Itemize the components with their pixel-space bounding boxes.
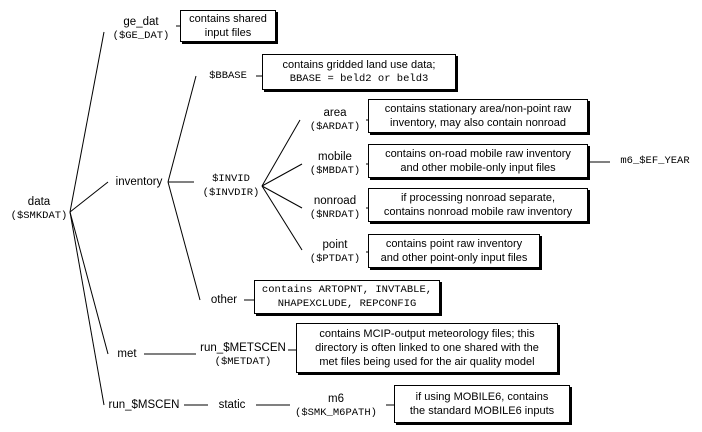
box-nonroad-line: if processing nonroad separate, xyxy=(400,192,556,204)
box-point-line: and other point-only input files xyxy=(380,252,528,264)
node-point-var: ($PTDAT) xyxy=(309,253,361,265)
node-m6-var: ($SMK_M6PATH) xyxy=(295,407,377,419)
node-ge-dat: ge_dat ($GE_DAT) xyxy=(106,15,176,43)
box-ge-dat-line: contains shared xyxy=(189,13,267,25)
node-static-name: static xyxy=(218,399,246,411)
box-point: contains point raw inventory and other p… xyxy=(368,234,540,268)
wire-data-ge-dat xyxy=(69,31,105,213)
node-ef-year-name: m6_$EF_YEAR xyxy=(620,155,690,167)
box-met: contains MCIP-output meteorology files; … xyxy=(296,323,558,373)
box-m6-line: the standard MOBILE6 inputs xyxy=(409,405,555,417)
node-area-var: ($ARDAT) xyxy=(309,121,361,133)
node-bbase: $BBASE xyxy=(200,69,256,83)
box-met-line: directory is often linked to one shared … xyxy=(315,342,539,354)
box-mobile-line: and other mobile-only input files xyxy=(400,162,556,174)
node-invid: $INVID ($INVDIR) xyxy=(196,172,266,200)
wire-invid-mobile xyxy=(261,163,303,187)
box-other-line: contains ARTOPNT, INVTABLE, xyxy=(261,284,433,296)
box-ge-dat: contains shared input files xyxy=(180,10,276,42)
node-area: area ($ARDAT) xyxy=(304,106,366,134)
node-other-name: other xyxy=(210,294,238,306)
box-bbase-line: contains gridded land use data; xyxy=(282,59,436,71)
box-area-line: contains stationary area/non-point raw xyxy=(384,103,572,115)
box-ge-dat-line: input files xyxy=(204,27,252,39)
box-area: contains stationary area/non-point raw i… xyxy=(368,99,588,133)
wire-data-run-mscen xyxy=(69,211,105,406)
node-area-name: area xyxy=(323,107,347,119)
box-m6: if using MOBILE6, contains the standard … xyxy=(394,385,570,423)
node-nonroad-name: nonroad xyxy=(313,195,357,207)
node-point-name: point xyxy=(322,239,348,251)
wire-invid-point xyxy=(261,185,303,251)
node-data: data ($SMKDAT) xyxy=(10,195,68,223)
box-area-line: inventory, may also contain nonroad xyxy=(390,117,566,129)
node-run-metscen-var: ($METDAT) xyxy=(214,356,272,368)
wire-data-inventory xyxy=(69,181,109,213)
wire-invid-area xyxy=(261,119,301,187)
node-point: point ($PTDAT) xyxy=(304,238,366,266)
node-ef-year: m6_$EF_YEAR xyxy=(612,154,698,168)
wire-inventory-other xyxy=(167,181,201,301)
box-met-line: met files being used for the air quality… xyxy=(319,356,535,368)
wire-inventory-bbase xyxy=(167,75,197,183)
node-inventory-name: inventory xyxy=(115,176,163,188)
box-point-line: contains point raw inventory xyxy=(385,238,523,250)
node-mobile-var: ($MBDAT) xyxy=(309,165,361,177)
node-run-metscen-name: run_$METSCEN xyxy=(200,342,286,354)
node-bbase-name: $BBASE xyxy=(209,70,247,82)
node-m6: m6 ($SMK_M6PATH) xyxy=(286,392,386,420)
node-met: met xyxy=(112,347,142,361)
node-m6-name: m6 xyxy=(328,393,344,405)
wire-invid-nonroad xyxy=(261,185,303,209)
box-nonroad-line: contains nonroad mobile raw inventory xyxy=(383,206,573,218)
box-bbase-line: BBASE = beld2 or beld3 xyxy=(289,73,429,85)
node-mobile: mobile ($MBDAT) xyxy=(304,150,366,178)
box-mobile-line: contains on-road mobile raw inventory xyxy=(385,148,571,160)
node-nonroad: nonroad ($NRDAT) xyxy=(304,194,366,222)
node-static: static xyxy=(210,398,254,412)
node-nonroad-var: ($NRDAT) xyxy=(309,209,361,221)
box-mobile: contains on-road mobile raw inventory an… xyxy=(368,144,588,178)
box-other-line: NHAPEXCLUDE, REPCONFIG xyxy=(277,298,417,310)
box-other: contains ARTOPNT, INVTABLE, NHAPEXCLUDE,… xyxy=(254,280,440,314)
node-run-mscen: run_$MSCEN xyxy=(106,398,182,412)
node-met-name: met xyxy=(117,348,137,360)
box-bbase: contains gridded land use data; BBASE = … xyxy=(262,54,456,90)
node-other: other xyxy=(204,293,244,307)
box-nonroad: if processing nonroad separate, contains… xyxy=(368,188,588,222)
node-mobile-name: mobile xyxy=(318,151,352,163)
node-invid-var: ($INVDIR) xyxy=(202,187,260,199)
wire-data-met xyxy=(69,211,109,355)
node-ge-dat-name: ge_dat xyxy=(123,16,159,28)
node-run-mscen-name: run_$MSCEN xyxy=(108,399,180,411)
node-run-metscen: run_$METSCEN ($METDAT) xyxy=(198,341,288,369)
node-invid-name: $INVID xyxy=(212,173,250,185)
node-inventory: inventory xyxy=(110,175,168,189)
node-data-name: data xyxy=(27,196,51,208)
box-m6-line: if using MOBILE6, contains xyxy=(415,391,549,403)
node-data-var: ($SMKDAT) xyxy=(10,210,68,222)
box-met-line: contains MCIP-output meteorology files; … xyxy=(319,328,535,340)
node-ge-dat-var: ($GE_DAT) xyxy=(112,30,170,42)
